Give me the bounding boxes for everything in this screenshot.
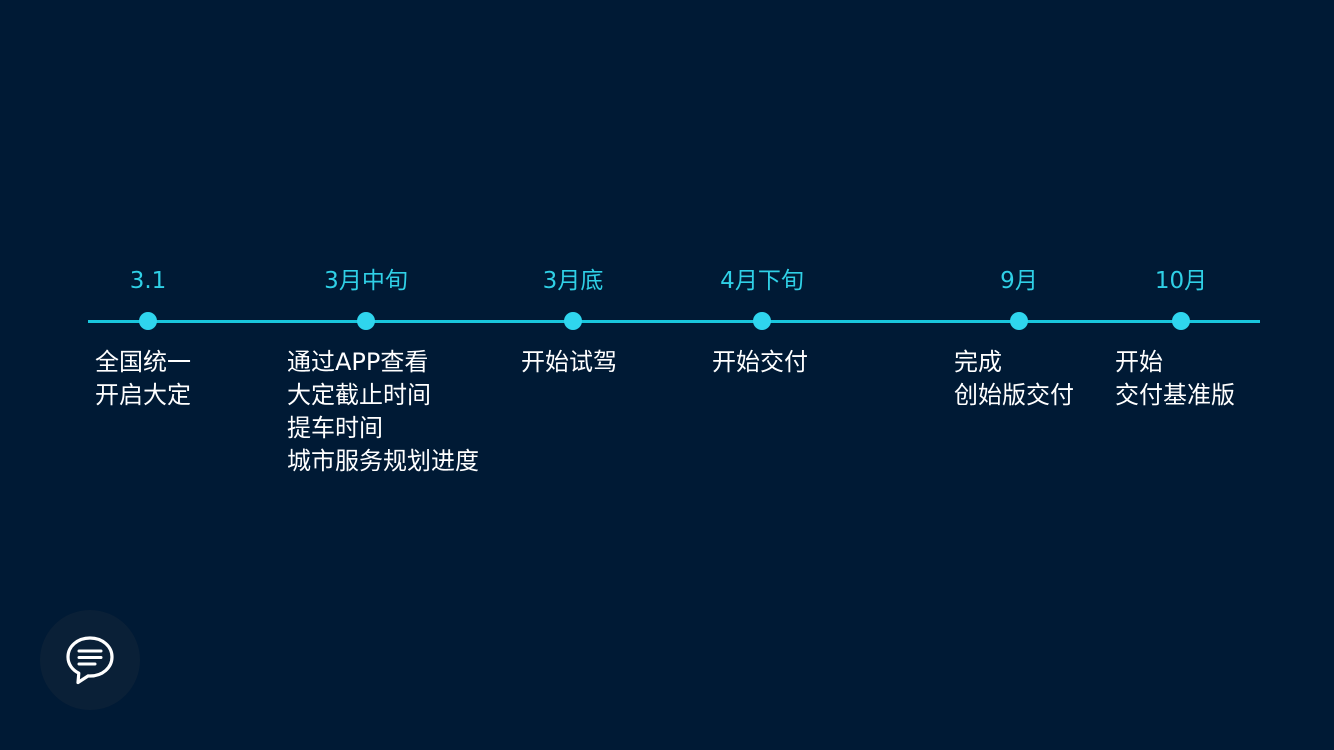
milestone-dot bbox=[753, 312, 771, 330]
milestone-dot bbox=[1010, 312, 1028, 330]
milestone-dot bbox=[564, 312, 582, 330]
milestone-dot bbox=[1172, 312, 1190, 330]
milestone-description: 开始试驾 bbox=[521, 346, 617, 379]
milestone-desc-line: 大定截止时间 bbox=[287, 381, 431, 409]
milestone-date: 3月底 bbox=[542, 268, 604, 294]
milestone-desc-line: 提车时间 bbox=[287, 414, 383, 442]
milestone-desc-line: 全国统一 bbox=[95, 348, 191, 376]
milestone-desc-line: 交付基准版 bbox=[1115, 381, 1235, 409]
milestone-description: 通过APP查看 大定截止时间 提车时间 城市服务规划进度 bbox=[287, 346, 479, 478]
milestone-description: 开始 交付基准版 bbox=[1115, 346, 1235, 412]
milestone-date: 10月 bbox=[1154, 268, 1208, 294]
milestone-date: 4月下旬 bbox=[720, 268, 804, 294]
milestone-date: 3.1 bbox=[129, 268, 167, 294]
milestone-desc-line: 开始 bbox=[1115, 348, 1163, 376]
milestone-description: 全国统一 开启大定 bbox=[95, 346, 191, 412]
milestone-date: 9月 bbox=[1000, 268, 1038, 294]
milestone-desc-line: 开始试驾 bbox=[521, 348, 617, 376]
milestone-desc-line: 开启大定 bbox=[95, 381, 191, 409]
milestone-desc-line: 城市服务规划进度 bbox=[287, 447, 479, 475]
chat-button[interactable] bbox=[40, 610, 140, 710]
milestone-desc-line: 通过APP查看 bbox=[287, 348, 429, 376]
milestone-dot bbox=[357, 312, 375, 330]
milestone-dot bbox=[139, 312, 157, 330]
milestone-description: 开始交付 bbox=[712, 346, 808, 379]
milestone-desc-line: 完成 bbox=[954, 348, 1002, 376]
milestone-description: 完成 创始版交付 bbox=[954, 346, 1074, 412]
milestone-desc-line: 创始版交付 bbox=[954, 381, 1074, 409]
timeline-line bbox=[88, 320, 1260, 323]
chat-bubble-icon bbox=[66, 636, 114, 685]
milestone-date: 3月中旬 bbox=[324, 268, 408, 294]
milestone-desc-line: 开始交付 bbox=[712, 348, 808, 376]
